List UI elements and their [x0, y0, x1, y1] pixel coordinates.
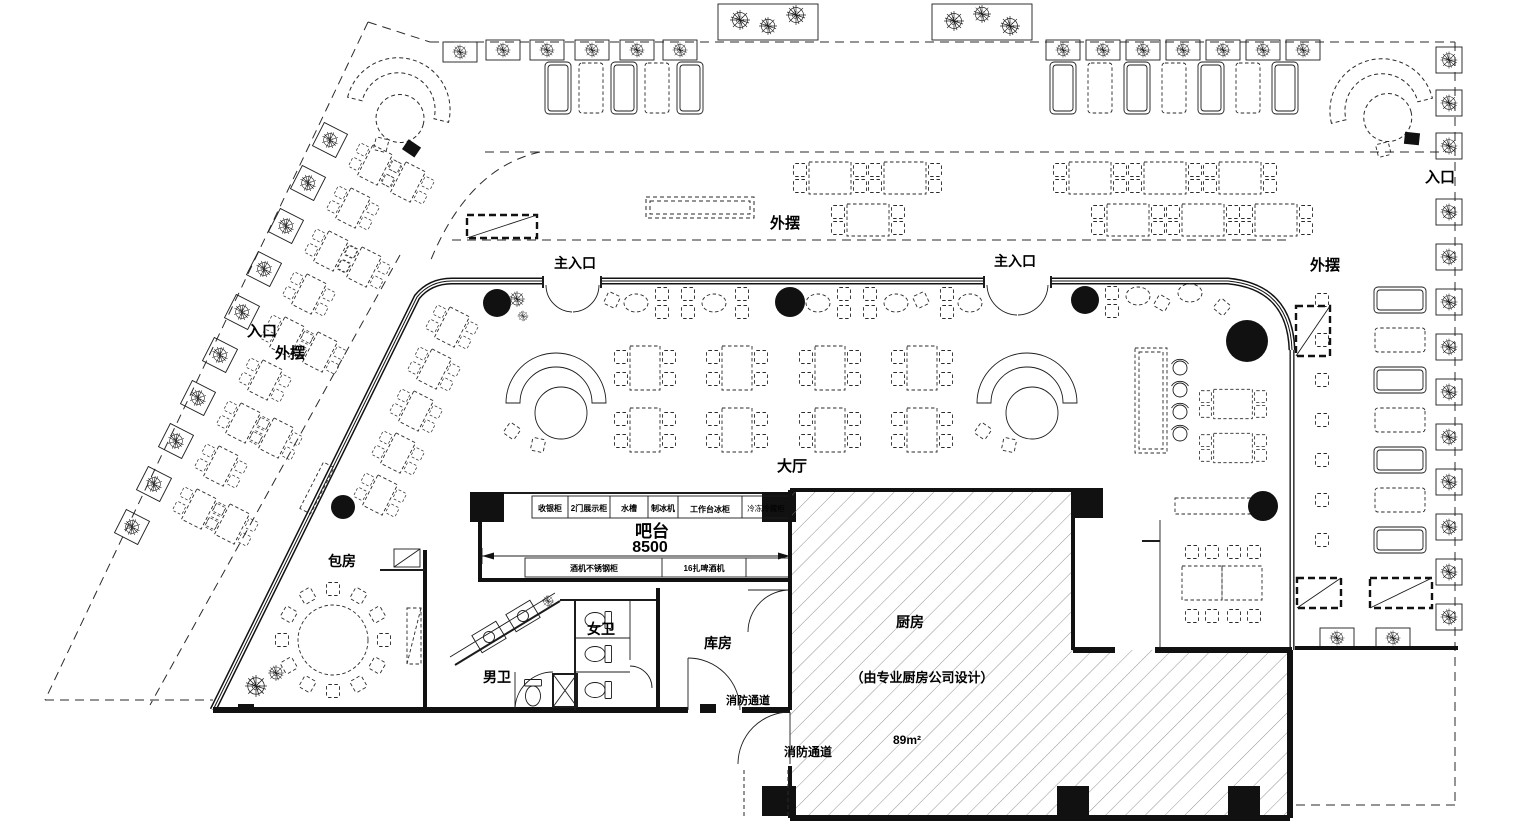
- label-main-hall: 大厅: [777, 457, 807, 475]
- label-kitchen-area: 89m²: [893, 733, 921, 747]
- column-large: [1226, 320, 1268, 362]
- label-mens-room: 男卫: [483, 669, 511, 685]
- site-boundary: [44, 21, 1456, 806]
- label-outdoor-left: 外摆: [274, 344, 305, 362]
- equip-cashier: 收银柜: [538, 503, 562, 513]
- round-table-12: [275, 582, 391, 698]
- hall-table-grid: [615, 346, 953, 452]
- column: [1228, 786, 1260, 816]
- restrooms: 女卫 男卫 库房: [449, 588, 791, 711]
- column: [483, 289, 511, 317]
- planter-column-right: [1436, 47, 1462, 630]
- label-fire-passage-2: 消防通道: [784, 744, 832, 759]
- alcove-seating: [1142, 491, 1278, 648]
- outdoor-table-clusters-top: [465, 162, 1313, 240]
- column: [1071, 286, 1099, 314]
- storefront-seating-row: [483, 283, 1268, 362]
- label-main-entrance-left: 主入口: [554, 255, 596, 271]
- bar-equipment-row: 收银柜 2门展示柜 水槽 制冰机 工作台冰柜 冷冻冷藏柜: [531, 495, 791, 519]
- label-womens-room: 女卫: [587, 621, 615, 637]
- bar-dim-text: 8500: [632, 539, 668, 556]
- column: [1073, 488, 1103, 518]
- column: [331, 495, 355, 519]
- column: [1248, 491, 1278, 521]
- hall-right-seating: [1134, 347, 1267, 463]
- equip-display-cabinet: 2门展示柜: [571, 503, 607, 513]
- outdoor-zone-left: 入口 外摆: [115, 123, 437, 550]
- private-room: 包房: [244, 548, 427, 708]
- bar-area: 收银柜 2门展示柜 水槽 制冰机 工作台冰柜 冷冻冷藏柜 吧台 8500 酒机不…: [470, 492, 796, 582]
- label-kitchen: 厨房: [896, 614, 924, 630]
- main-hall: 大厅: [299, 283, 1268, 521]
- main-entrance-left: 主入口: [542, 255, 602, 313]
- counter-wine-cabinet: 酒机不锈钢柜: [570, 563, 618, 573]
- bar-dimension: 8500: [481, 539, 791, 564]
- kitchen: 厨房 （由专业厨房公司设计） 89m² 消防通道 消防通道: [687, 488, 1293, 821]
- fan-booth-right: [974, 353, 1077, 453]
- column: [775, 287, 805, 317]
- label-kitchen-note: （由专业厨房公司设计）: [850, 670, 993, 685]
- hall-angled-tables: [352, 301, 481, 520]
- label-entrance-left: 入口: [247, 323, 277, 340]
- column: [1057, 786, 1089, 816]
- label-outdoor-top: 外摆: [769, 214, 800, 232]
- sunbed-column-right: [1315, 286, 1427, 554]
- main-entrance-right: 主入口: [983, 253, 1052, 316]
- fire-passage-west: 消防通道: [687, 657, 770, 711]
- sunbed-row-left: [443, 40, 704, 115]
- label-entrance-right: 入口: [1425, 169, 1455, 186]
- equip-ice-maker: 制冰机: [651, 503, 675, 513]
- planter-box-large: [931, 3, 1033, 41]
- fire-passage-south: 消防通道: [737, 711, 832, 818]
- column: [470, 492, 504, 522]
- planter-box-large: [717, 3, 819, 41]
- outdoor-zone-right: 入口 外摆: [1294, 47, 1462, 650]
- equip-worktable-fridge: 工作台冰柜: [690, 504, 730, 514]
- counter-beer-machine: 16扎啤酒机: [684, 563, 725, 573]
- sunbed-row-right: [1046, 40, 1320, 115]
- equip-freezer: 冷冻冷藏柜: [747, 503, 785, 513]
- label-bar: 吧台: [635, 521, 669, 541]
- label-fire-passage-1: 消防通道: [726, 693, 770, 707]
- label-private-room: 包房: [328, 553, 356, 569]
- equip-sink: 水槽: [620, 503, 637, 513]
- round-booth-outdoor-left: [337, 47, 461, 166]
- fan-booth-left: [503, 353, 606, 453]
- building-shell: 主入口 主入口: [209, 253, 1296, 713]
- label-storeroom: 库房: [704, 635, 732, 651]
- column: [762, 786, 796, 816]
- outdoor-zone-top: 外摆: [337, 3, 1443, 240]
- label-main-entrance-right: 主入口: [994, 253, 1036, 269]
- label-outdoor-right: 外摆: [1309, 256, 1340, 274]
- round-booth-outdoor-right: [1319, 48, 1443, 167]
